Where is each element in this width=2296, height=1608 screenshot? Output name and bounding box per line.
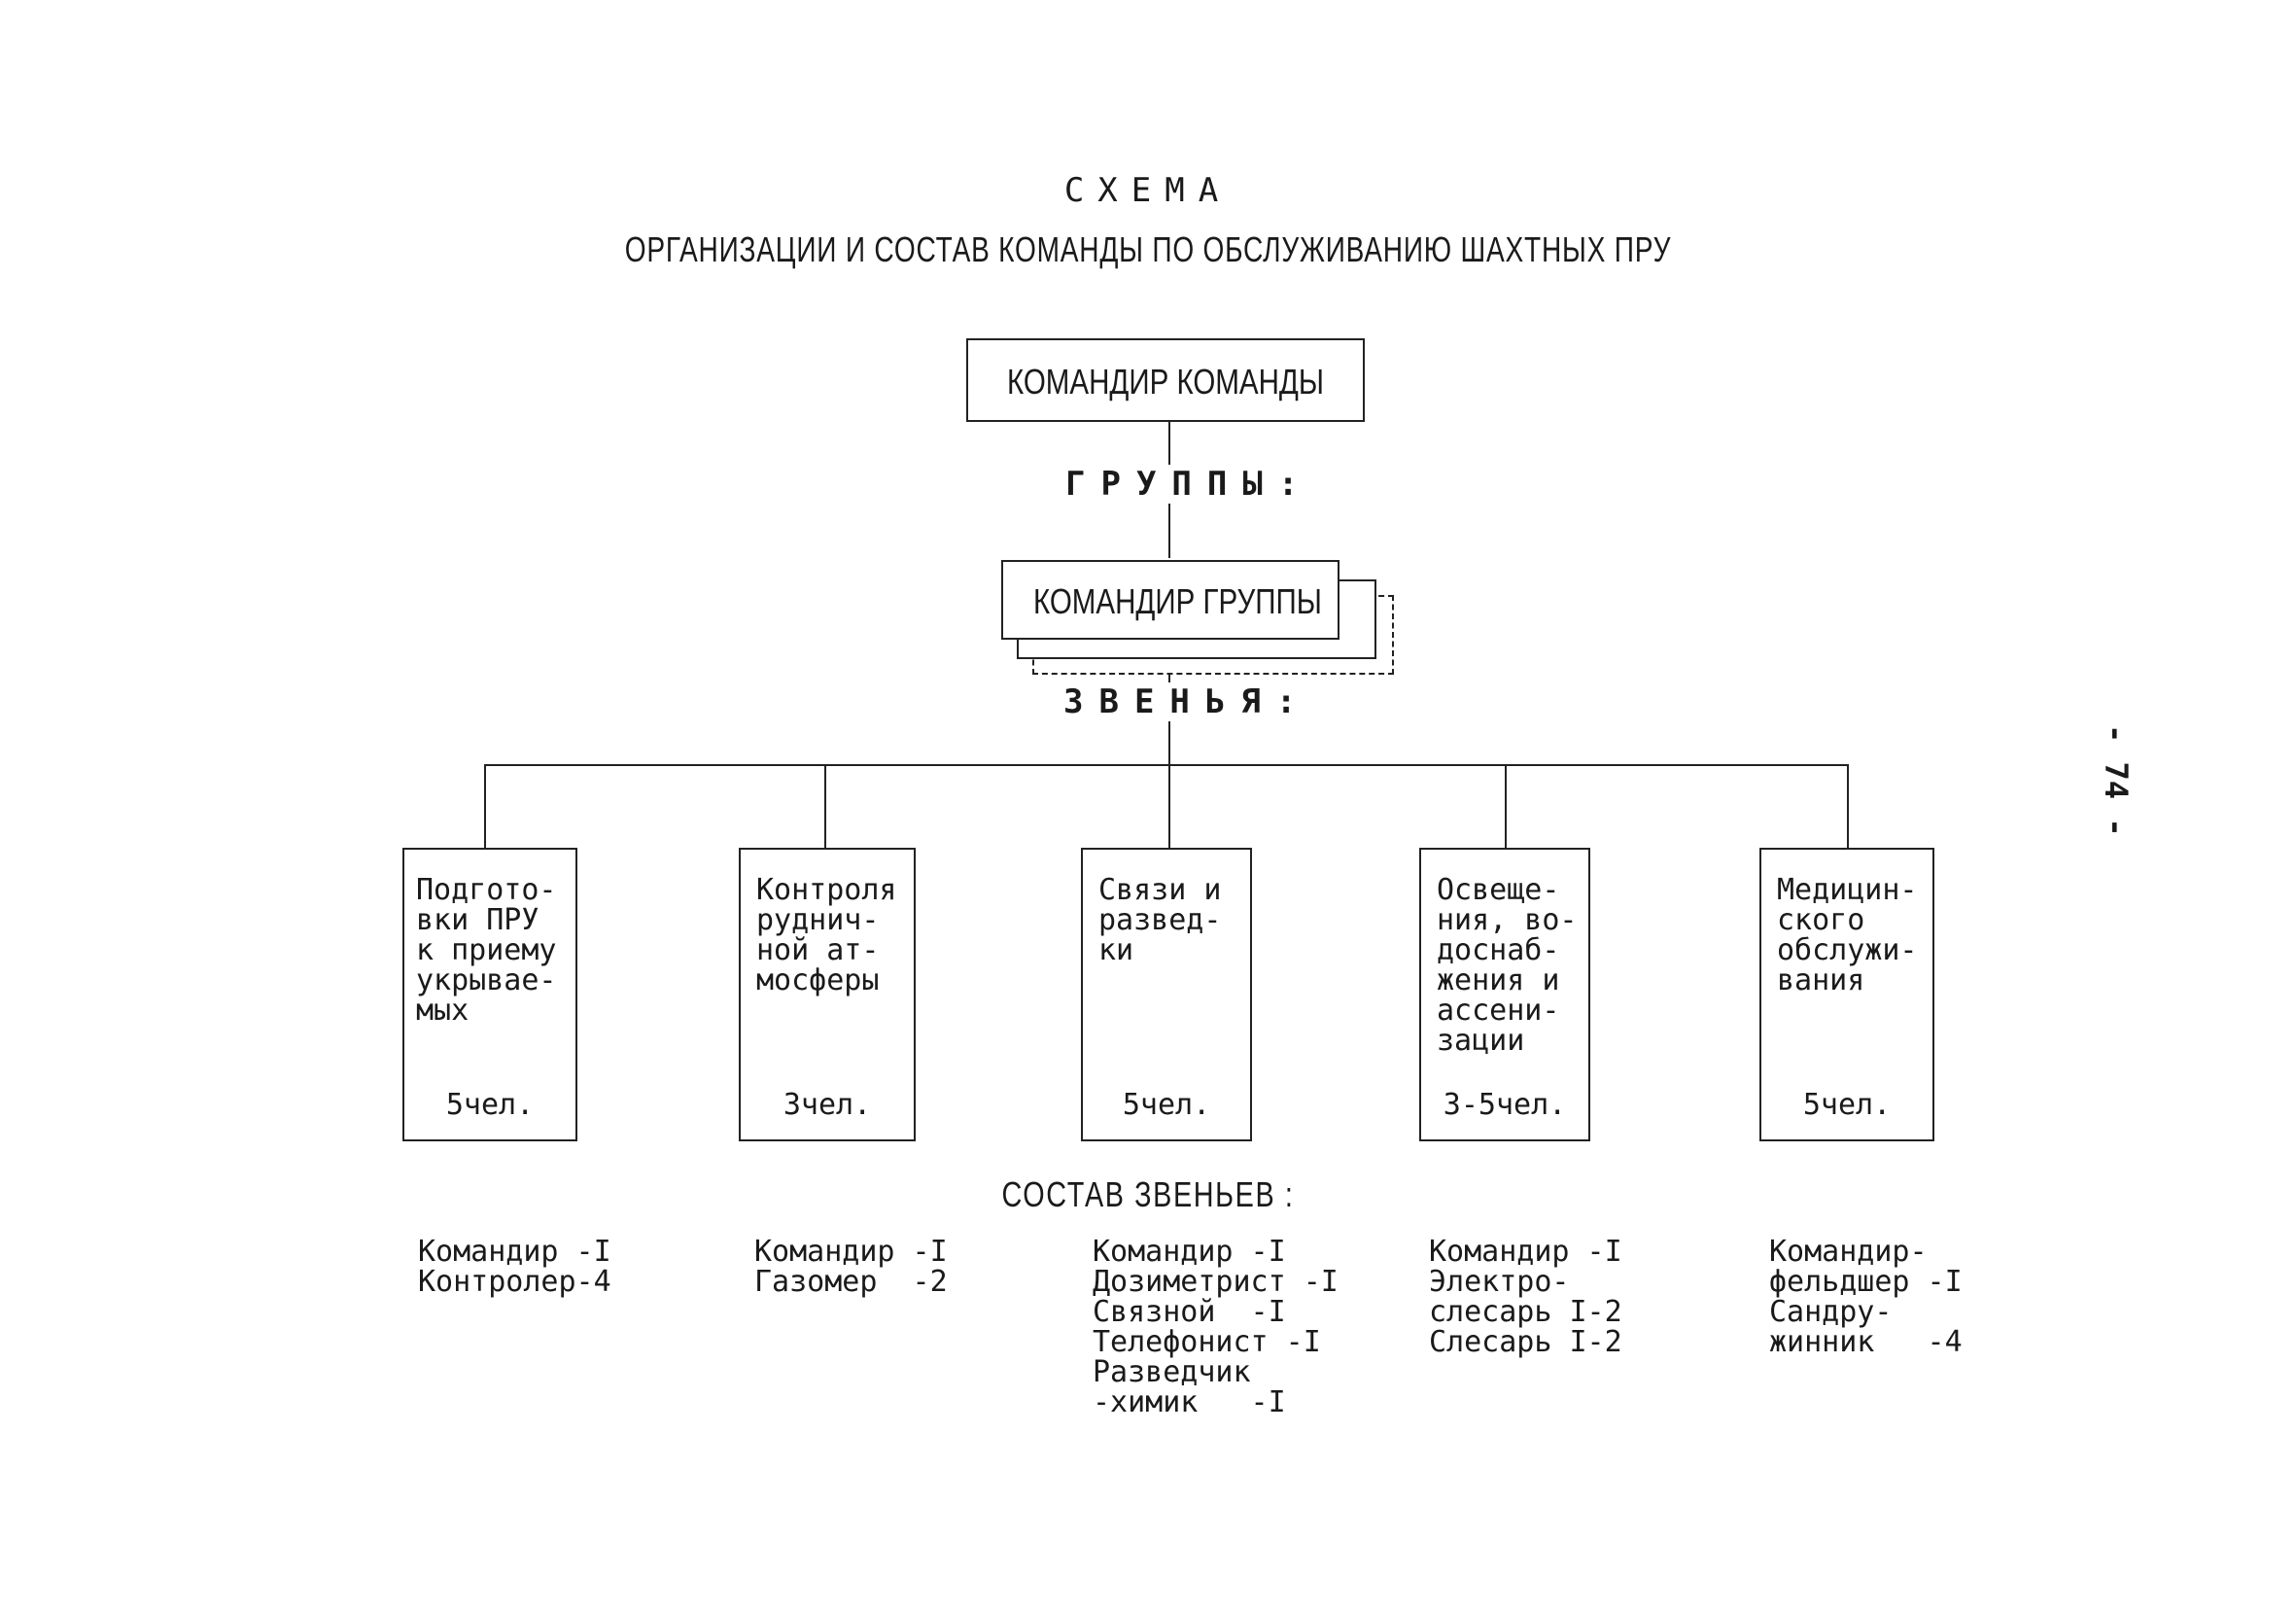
unit-box-medical: Медицин- ского обслужи- вания 5чел. [1759, 848, 1934, 1141]
unit-name-lighting-water: Освеще- ния, во- доснаб- жения и ассени-… [1437, 873, 1578, 1058]
unit-name-atmosphere-control: Контроля руднич- ной ат- мосферы [756, 873, 897, 997]
composition-communication: Командир -I Дозиметрист -I Связной -I Те… [1093, 1235, 1339, 1419]
unit-count-preparation: 5чел. [445, 1088, 535, 1122]
unit-count-medical: 5чел. [1802, 1088, 1892, 1122]
schema-title: СХЕМА [1063, 171, 1233, 210]
composition-lighting-water: Командир -I Электро- слесарь I-2 Слесарь… [1429, 1235, 1622, 1359]
unit-box-communication: Связи и развед- ки 5чел. [1081, 848, 1252, 1141]
composition-atmosphere-control: Командир -I Газомер -2 [754, 1235, 948, 1299]
units-bus-line [484, 764, 1849, 766]
groups-label: ГРУППЫ: [1060, 465, 1320, 504]
unit-count-lighting-water: 3-5чел. [1443, 1088, 1567, 1122]
group-commander-box: КОМАНДИР ГРУППЫ [1001, 560, 1339, 640]
team-commander-label: КОМАНДИР КОМАНДЫ [1006, 362, 1325, 402]
drop-unit-3 [1168, 764, 1170, 848]
group-commander-label: КОМАНДИР ГРУППЫ [1032, 581, 1322, 621]
drop-unit-1 [484, 764, 486, 848]
unit-name-preparation: Подгото- вки ПРУ к приему укрывае- мых [416, 873, 557, 1028]
unit-name-medical: Медицин- ского обслужи- вания [1777, 873, 1918, 997]
schema-subtitle: ОРГАНИЗАЦИИ И СОСТАВ КОМАНДЫ ПО ОБСЛУЖИВ… [624, 229, 1672, 269]
unit-count-atmosphere-control: 3чел. [783, 1088, 872, 1122]
page-number: - 74 - [2098, 724, 2135, 837]
unit-name-communication: Связи и развед- ки [1098, 873, 1222, 967]
unit-box-lighting-water: Освеще- ния, во- доснаб- жения и ассени-… [1419, 848, 1590, 1141]
drop-unit-2 [824, 764, 826, 848]
unit-box-preparation: Подгото- вки ПРУ к приему укрывае- мых 5… [402, 848, 577, 1141]
team-commander-box: КОМАНДИР КОМАНДЫ [966, 338, 1365, 422]
drop-unit-5 [1847, 764, 1849, 848]
composition-medical: Командир- фельдшер -I Сандру- жинник -4 [1769, 1235, 1963, 1359]
unit-count-communication: 5чел. [1122, 1088, 1211, 1122]
composition-title: СОСТАВ ЗВЕНЬЕВ : [1001, 1174, 1295, 1214]
composition-preparation: Командир -I Контролер-4 [418, 1235, 611, 1299]
units-label: ЗВЕНЬЯ: [1058, 682, 1318, 721]
drop-unit-4 [1505, 764, 1507, 848]
unit-box-atmosphere-control: Контроля руднич- ной ат- мосферы 3чел. [739, 848, 916, 1141]
